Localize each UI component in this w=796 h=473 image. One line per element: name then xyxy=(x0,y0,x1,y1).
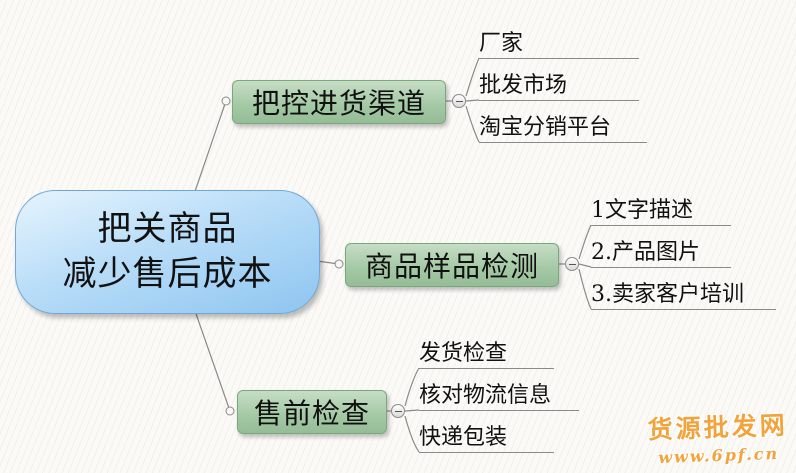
branch2-leaf3-line xyxy=(578,268,592,310)
leaf-topic[interactable]: 2.产品图片 xyxy=(591,241,731,268)
collapse-button[interactable] xyxy=(452,94,466,108)
branch1-leaf3-line xyxy=(465,105,480,143)
branch1-leaf1-line xyxy=(465,57,480,97)
branch-topic-label: 把控进货渠道 xyxy=(251,87,426,120)
leaf-topic[interactable]: 发货检查 xyxy=(419,342,554,369)
watermark: 货源批发网 www.6pf.cn xyxy=(647,406,789,468)
watermark-title: 货源批发网 xyxy=(647,410,789,445)
branch-topic-sample-inspection[interactable]: 商品样品检测 xyxy=(345,243,559,287)
junction-dot xyxy=(225,406,235,416)
junction-dot xyxy=(334,259,344,269)
leaf-topic[interactable]: 核对物流信息 xyxy=(419,384,579,411)
leaf-topic[interactable]: 淘宝分销平台 xyxy=(479,116,647,143)
collapse-button[interactable] xyxy=(565,257,579,271)
branch3-leaf2-line xyxy=(404,409,420,412)
branch3-leaf1-line xyxy=(404,367,420,407)
leaf-topic[interactable]: 批发市场 xyxy=(479,74,639,101)
leaf-topic[interactable]: 3.卖家客户培训 xyxy=(591,283,776,310)
branch1-leaf2-line xyxy=(465,99,480,102)
leaf-topic[interactable]: 1文字描述 xyxy=(591,199,731,226)
branch-topic-label: 售前检查 xyxy=(253,397,370,430)
leaf-topic[interactable]: 厂家 xyxy=(479,32,639,59)
root-topic[interactable]: 把关商品 减少售后成本 xyxy=(15,190,320,314)
branch-topic-supply-channel[interactable]: 把控进货渠道 xyxy=(232,80,446,124)
root-topic-label: 把关商品 减少售后成本 xyxy=(62,209,273,294)
branch-topic-presale-check[interactable]: 售前检查 xyxy=(237,390,387,434)
branch2-leaf1-line xyxy=(578,224,592,260)
branch2-leaf2-line xyxy=(578,263,592,268)
leaf-topic[interactable]: 快递包装 xyxy=(419,426,554,453)
branch-topic-label: 商品样品检测 xyxy=(364,250,539,283)
collapse-button[interactable] xyxy=(391,404,405,418)
junction-dot xyxy=(221,96,231,106)
branch3-leaf3-line xyxy=(404,415,420,453)
